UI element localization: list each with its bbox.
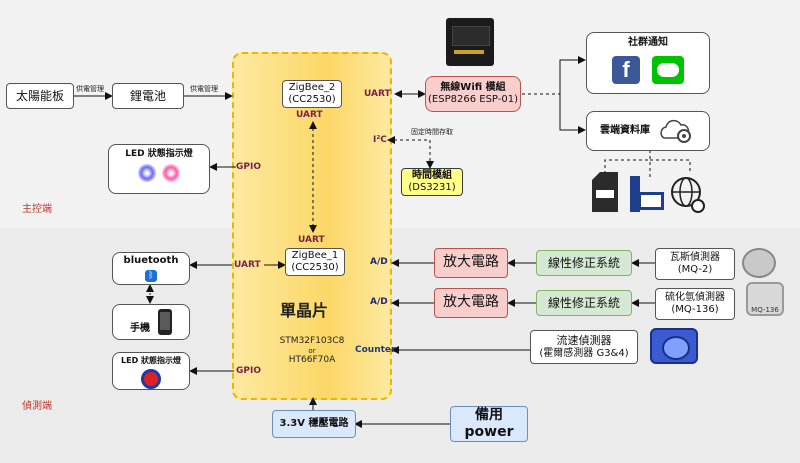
backup-power-box: 備用power [450,406,528,442]
counter-port: Counter [355,345,396,355]
bluetooth-uart-port: UART [234,260,261,270]
rtc-sub: (DS3231) [408,182,456,193]
h2s-sensor-model: (MQ-136) [671,304,719,315]
phone-label: 手機 [130,322,150,334]
facebook-icon: f [612,55,640,84]
mq136-image-label: MQ-136 [751,306,779,314]
rtc-title: 時間模組 [412,169,452,181]
esp8266-module-image [446,18,494,66]
led-bottom-label: LED 狀態指示燈 [121,356,181,365]
mcu-title: 單晶片 [280,301,329,320]
detector-zone-label: 偵測端 [22,401,52,412]
flow-sensor-box: 流速偵測器 (霍爾感測器 G3&4) [530,330,638,364]
rtc-link-label: 固定時間存取 [411,128,453,136]
zigbee2-name: ZigBee_2 [288,81,336,93]
mcu-model-a: STM32F103C8 [279,336,345,346]
flow-sensor-name: 流速偵測器 [556,333,612,347]
linear-correction-2: 線性修正系統 [536,290,632,316]
zigbee1-chip: (CC2530) [291,262,339,273]
zigbee2-chip: (CC2530) [288,94,336,105]
sd-card-icon [592,172,618,212]
wifi-module-box: 無線Wifi 模組 (ESP8266 ESP-01) [425,76,521,112]
led-indicator-top: LED 狀態指示燈 [108,144,210,194]
globe-gear-icon [671,177,705,213]
h2s-sensor-name: 硫化氫偵測器 [665,291,725,303]
social-notify-box: 社群通知 f [586,32,710,94]
gpio-bottom-port: GPIO [236,366,261,376]
bluetooth-label: bluetooth [123,255,179,266]
battery-box: 鋰電池 [112,83,184,109]
mcu-or: or [308,347,316,355]
cloud-db-box: 雲端資料庫 [586,111,710,151]
phone-box: 手機 [112,304,190,340]
social-notify-title: 社群通知 [628,37,668,48]
bluetooth-box: bluetooth ᛒ [112,252,190,285]
h2s-sensor-box: 硫化氫偵測器 (MQ-136) [655,288,735,320]
wifi-module-title: 無線Wifi 模組 [440,81,506,93]
linear-correction-1: 線性修正系統 [536,250,632,276]
smartphone-icon [158,309,172,335]
ad-port-2: A/D [370,297,388,307]
led-top-label: LED 狀態指示燈 [125,149,193,159]
mcu-model-b: HT66F70A [288,355,336,365]
gas-sensor-name: 瓦斯偵測器 [670,251,720,263]
line-app-icon [652,55,684,84]
gas-sensor-model: (MQ-2) [677,264,713,275]
wifi-module-sub: (ESP8266 ESP-01) [428,94,518,105]
i2c-port: I²C [373,135,387,145]
rtc-module-box: 時間模組 (DS3231) [401,168,463,196]
zigbee2-uart-bottom: UART [296,110,323,120]
bluetooth-icon: ᛒ [145,269,157,282]
zigbee2-box: ZigBee_2 (CC2530) [282,80,342,108]
ad-port-1: A/D [370,257,388,267]
flow-meter-image [650,328,698,364]
supply-label-1: 供電管理 [76,85,104,93]
zigbee2-uart-port: UART [364,89,391,99]
cloud-gear-icon [660,119,691,143]
zigbee1-name: ZigBee_1 [291,249,339,261]
amplifier-2: 放大電路 [434,288,508,318]
mq2-sensor-image [742,248,776,278]
led-indicator-bottom: LED 狀態指示燈 [112,352,190,390]
solar-panel-box: 太陽能板 [6,83,74,109]
controller-zone-label: 主控端 [22,204,52,215]
flow-sensor-model: (霍爾感測器 G3&4) [539,347,629,359]
blue-led-icon [138,164,156,183]
gpio-top-port: GPIO [236,162,261,172]
pink-led-icon [162,164,180,183]
zigbee1-box: ZigBee_1 (CC2530) [285,248,345,276]
status-led-icon [141,369,161,389]
amplifier-1: 放大電路 [434,248,508,278]
zigbee1-uart-top: UART [298,235,325,245]
gas-sensor-box: 瓦斯偵測器 (MQ-2) [655,248,735,280]
regulator-box: 3.3V 穩壓電路 [272,410,356,438]
storage-devices-icons [592,172,705,213]
cloud-db-title: 雲端資料庫 [600,124,650,136]
computer-icon [630,176,664,212]
mq136-sensor-image: MQ-136 [746,282,784,316]
supply-label-2: 供電管理 [190,85,218,93]
